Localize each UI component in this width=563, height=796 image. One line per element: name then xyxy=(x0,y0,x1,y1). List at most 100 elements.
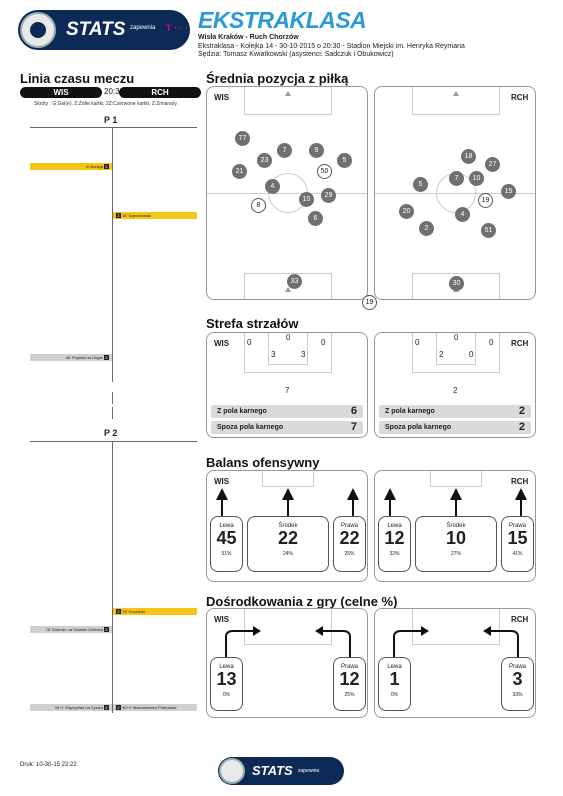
shot-zone-value: 0 xyxy=(247,338,252,347)
player-dot: 9 xyxy=(309,143,324,158)
period-1-label: P 1 xyxy=(104,115,118,125)
penalty-box xyxy=(244,273,332,299)
attack-direction-icon xyxy=(285,287,291,292)
timeline-legend: Skróty : G:Gol(e), Ż:Żółte kartki, 2Ż:Cz… xyxy=(34,101,178,107)
cross-arrows-icon xyxy=(225,626,351,659)
shots-team-label: WIS xyxy=(214,339,230,348)
referee-info: Sędzia: Tomasz Kwiatkowski (asystenci: S… xyxy=(198,51,394,58)
shot-zone-value: 0 xyxy=(321,338,326,347)
arrow-up-icon xyxy=(216,488,228,500)
shot-zone-value: 0 xyxy=(489,338,494,347)
logo-sub: zapewnia xyxy=(130,25,156,31)
pitch-team-label: WIS xyxy=(214,93,230,102)
shot-zone-value: 3 xyxy=(271,350,276,359)
footer-stats-logo: STATS zapewnia xyxy=(218,757,344,785)
yellow-card-icon: Ż xyxy=(116,213,121,219)
balance-title: Balans ofensywny xyxy=(206,455,320,470)
goal-area xyxy=(430,471,482,487)
player-dot: 10 xyxy=(299,192,314,207)
penalty-box xyxy=(412,333,500,373)
player-dot: 30 xyxy=(449,276,464,291)
penalty-box xyxy=(244,333,332,373)
crosses-team-label: RCH xyxy=(511,615,529,624)
shot-zone-value: 3 xyxy=(301,350,306,359)
timeline-event: 8' Burliga Ż xyxy=(30,163,112,170)
stats-logo: STATS zapewnia T · · · xyxy=(18,10,190,50)
timeline-axis-1 xyxy=(112,127,113,382)
shot-zone-value: 0 xyxy=(286,333,291,342)
crosses-title: Dośrodkowania z gry (celne %) xyxy=(206,594,398,609)
arrow-shaft xyxy=(520,500,522,516)
shot-zone-value: 2 xyxy=(439,350,444,359)
telekom-logo: T · · · xyxy=(166,23,188,33)
yellow-card-icon: Ż xyxy=(104,164,109,170)
arrow-up-icon xyxy=(515,488,527,500)
goal-area xyxy=(436,333,476,365)
match-info: Ekstraklasa - Kolejka 14 - 30-10-2015 o … xyxy=(198,43,465,50)
shots-team-label: RCH xyxy=(511,339,529,348)
shots-title: Strefa strzałów xyxy=(206,316,299,331)
crosses-team-label: WIS xyxy=(214,615,230,624)
timeline-break xyxy=(112,392,113,404)
positions-title: Średnia pozycja z piłką xyxy=(206,71,349,86)
ekstraklasa-ball-icon xyxy=(219,758,245,784)
timeline-event: 78' Guerrier na Szlosler Cirikeka Z xyxy=(30,626,112,633)
arrow-shaft xyxy=(287,500,289,516)
player-dot: 15 xyxy=(501,184,516,199)
footer-logo-text: STATS xyxy=(252,763,293,778)
sub-player-dot: 19 xyxy=(362,295,377,310)
goal-area xyxy=(268,333,308,365)
penalty-box xyxy=(244,87,332,115)
player-dot: 4 xyxy=(265,179,280,194)
arrow-up-icon xyxy=(282,488,294,500)
player-dot: 7 xyxy=(277,143,292,158)
penalty-box xyxy=(412,609,500,645)
player-dot: 77 xyxy=(235,131,250,146)
shot-outside-value: 7 xyxy=(285,386,290,395)
goal-area xyxy=(262,471,314,487)
cross-arrows-icon xyxy=(393,626,519,659)
home-position-pitch: WIS 77 7 9 23 5 21 50 4 10 29 8 6 33 xyxy=(206,86,368,300)
player-dot: 21 xyxy=(232,164,247,179)
period-1-start-line xyxy=(30,127,197,128)
player-dot: 7 xyxy=(449,171,464,186)
shot-outside-value: 2 xyxy=(453,386,458,395)
logo-text: STATS xyxy=(66,19,126,40)
league-title: EKSTRAKLASA xyxy=(198,7,367,33)
timeline-kickoff: 20:30 xyxy=(104,87,125,96)
timeline-title: Linia czasu meczu xyxy=(20,71,135,86)
player-dot: 19 xyxy=(478,193,493,208)
yellow-card-icon: Ż xyxy=(116,609,121,615)
penalty-box xyxy=(412,273,500,299)
timeline-axis-2 xyxy=(112,441,113,713)
substitution-icon: Z xyxy=(104,705,109,711)
footer-logo-sub: zapewnia xyxy=(298,768,320,774)
player-dot: 33 xyxy=(287,274,302,289)
arrow-shaft xyxy=(389,500,391,516)
arrow-shaft xyxy=(221,500,223,516)
ekstraklasa-ball-icon xyxy=(20,12,56,48)
arrow-up-icon xyxy=(384,488,396,500)
substitution-icon: Z xyxy=(104,355,109,361)
player-dot: 4 xyxy=(455,207,470,222)
period-2-label: P 2 xyxy=(104,428,118,438)
timeline-break xyxy=(112,407,113,419)
timeline-event: Ż 16' Szyndrowski xyxy=(113,212,197,219)
player-dot: 5 xyxy=(337,153,352,168)
pitch-team-label: RCH xyxy=(511,93,529,102)
